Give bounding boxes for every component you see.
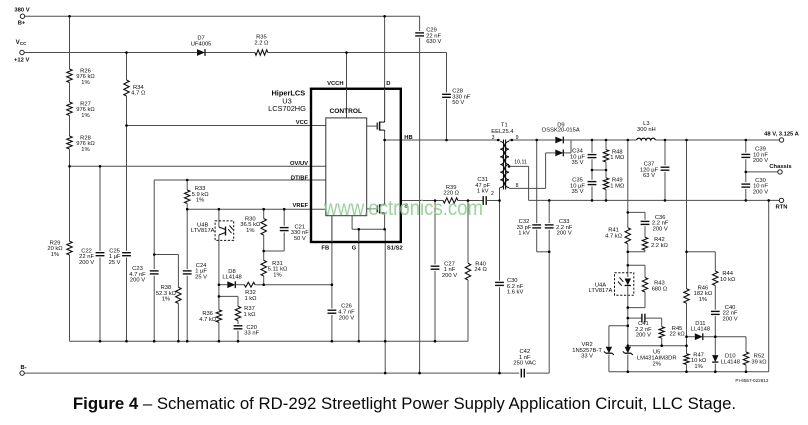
svg-text:www.ectronics.com: www.ectronics.com: [323, 196, 483, 220]
svg-text:PI-6557-022812: PI-6557-022812: [735, 378, 768, 383]
svg-text:10,11: 10,11: [514, 159, 527, 165]
svg-text:CONTROL: CONTROL: [329, 108, 362, 115]
svg-text:OV/UV: OV/UV: [290, 161, 308, 167]
svg-text:8: 8: [516, 183, 519, 189]
svg-text:S1/S2: S1/S2: [387, 245, 403, 251]
svg-text:G: G: [352, 245, 357, 251]
svg-text:2: 2: [491, 191, 494, 197]
svg-text:RTN: RTN: [776, 205, 788, 211]
svg-text:D9: D9: [557, 122, 564, 128]
svg-text:HiperLCS: HiperLCS: [271, 88, 305, 97]
svg-text:B+: B+: [18, 20, 26, 26]
svg-text:T1: T1: [501, 122, 508, 128]
svg-text:3: 3: [492, 135, 495, 141]
svg-text:VCCH: VCCH: [327, 81, 343, 87]
svg-text:DSSK20-015A: DSSK20-015A: [542, 127, 580, 133]
svg-text:EEL25.4: EEL25.4: [491, 129, 514, 135]
svg-text:HB: HB: [404, 135, 412, 141]
svg-text:48 V, 3.125 A: 48 V, 3.125 A: [764, 132, 800, 138]
svg-text:DT/BF: DT/BF: [291, 176, 309, 182]
svg-text:VREF: VREF: [293, 203, 309, 209]
svg-text:B-: B-: [21, 365, 27, 371]
svg-text:D: D: [386, 81, 390, 87]
svg-text:Chassis: Chassis: [769, 164, 791, 170]
svg-text:FB: FB: [321, 245, 329, 251]
svg-text:S: S: [404, 204, 408, 210]
svg-text:VCC: VCC: [16, 39, 27, 46]
svg-text:Figure 4 – Schematic of RD-292: Figure 4 – Schematic of RD-292 Streetlig…: [73, 394, 736, 413]
svg-text:+12 V: +12 V: [14, 57, 29, 63]
svg-text:9: 9: [516, 135, 519, 141]
svg-text:380 V: 380 V: [14, 7, 29, 13]
svg-text:VCC: VCC: [296, 120, 309, 126]
